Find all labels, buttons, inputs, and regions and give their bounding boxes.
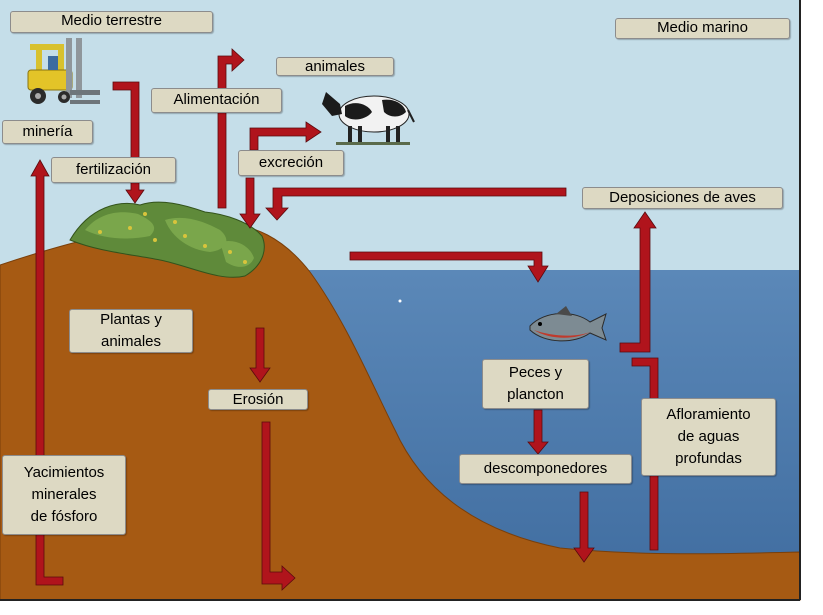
label-excrecion: excreción: [238, 150, 344, 176]
arrow-runoff-sea: [349, 251, 549, 283]
arrow-erosion-top: [249, 327, 271, 383]
label-deposiciones-de-aves: Deposiciones de aves: [582, 187, 783, 209]
label-line: Peces y: [508, 364, 563, 381]
label-medio-marino: Medio marino: [615, 18, 790, 39]
label-fertilizacion: fertilización: [51, 157, 176, 183]
label-line: Yacimientos: [23, 464, 105, 481]
cow-icon: [322, 92, 415, 145]
label-plantas-y-animales: Plantas y animales: [69, 309, 193, 353]
label-descomponedores: descomponedores: [459, 454, 632, 484]
label-alimentacion: Alimentación: [151, 88, 282, 113]
arrow-excretion-cow: [249, 121, 322, 151]
label-line: plancton: [507, 386, 564, 403]
label-animales: animales: [276, 57, 394, 76]
arrow-upwelling: [619, 211, 657, 353]
label-line: Afloramiento: [666, 406, 751, 423]
forklift-icon: [27, 38, 100, 104]
arrow-bird-droppings: [265, 187, 567, 221]
label-erosion: Erosión: [208, 389, 308, 410]
label-medio-terrestre: Medio terrestre: [10, 11, 213, 33]
label-line: Plantas y: [100, 311, 162, 328]
label-afloramiento-aguas-profundas: Afloramiento de aguas profundas: [641, 398, 776, 476]
arrow-excretion-down: [239, 177, 261, 229]
arrow-erosion-bottom: [261, 421, 296, 591]
label-line: minerales: [31, 486, 97, 503]
label-yacimientos-minerales-fosforo: Yacimientos minerales de fósforo: [2, 455, 126, 535]
label-line: animales: [100, 333, 162, 350]
label-line: de fósforo: [30, 508, 98, 525]
plants-icon: [69, 201, 265, 278]
arrow-fish-decomposers: [527, 409, 549, 455]
label-line: de aguas: [677, 428, 740, 445]
label-peces-y-plancton: Peces y plancton: [482, 359, 589, 409]
arrow-decomposers-floor: [573, 491, 595, 563]
fish-icon: [529, 306, 607, 342]
label-line: profundas: [675, 450, 742, 467]
label-mineria: minería: [2, 120, 93, 144]
